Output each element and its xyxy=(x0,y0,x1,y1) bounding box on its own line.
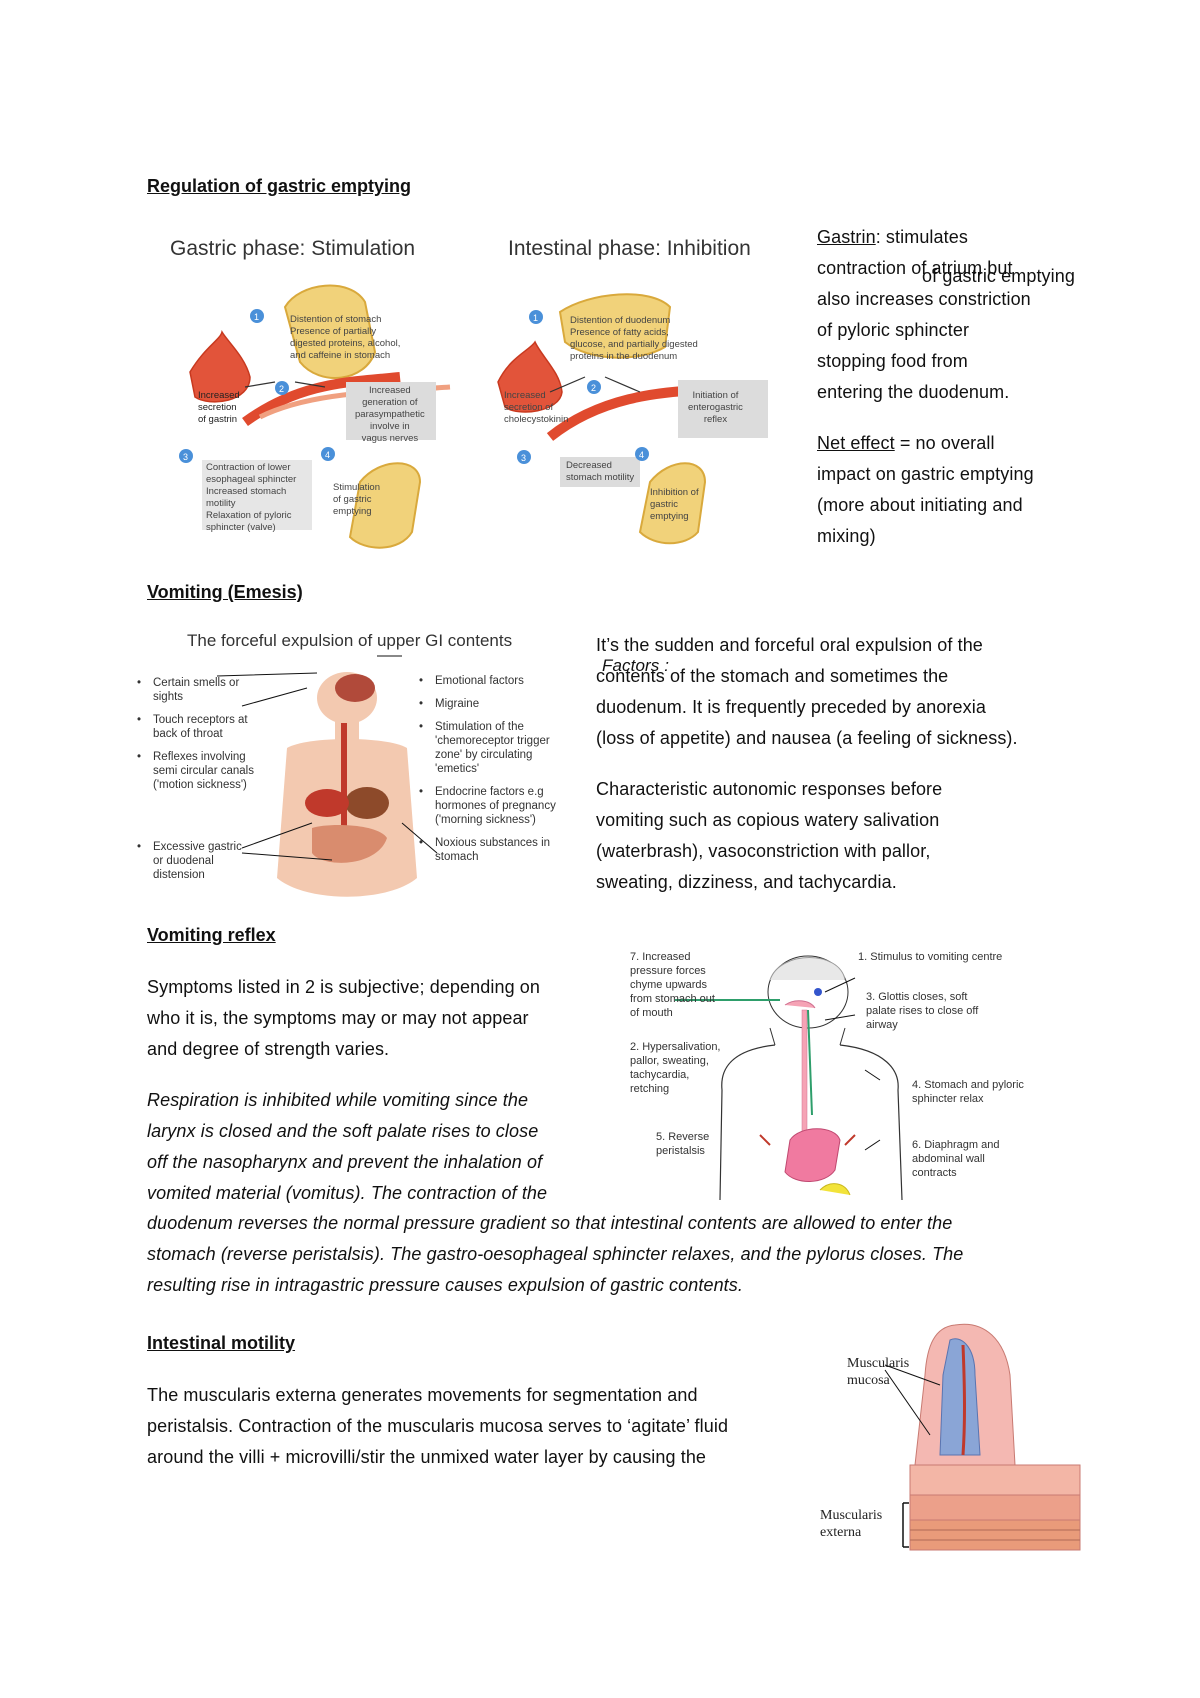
g-num-4: 4 xyxy=(325,450,330,460)
gastric-phase-figure: Gastric phase: Stimulation 1 2 3 4 Diste… xyxy=(150,232,480,552)
section-heading-gastric-emptying: Regulation of gastric emptying xyxy=(147,176,412,196)
emesis-description: It’s the sudden and forceful oral expuls… xyxy=(596,635,1018,892)
i-label-motility: Decreased stomach motility xyxy=(566,460,635,483)
gastrin-line-2: contraction of atrium but xyxy=(817,258,1013,278)
gastrin-term: Gastrin xyxy=(817,227,876,247)
g-label-gastrin: Increased secretion of gastrin xyxy=(198,390,240,425)
villi-illustration xyxy=(884,1323,1081,1551)
reflex-step-2: 2. Hypersalivation, pallor, sweating, ta… xyxy=(630,1041,721,1095)
body-outline-diagram xyxy=(675,955,903,1201)
vomiting-reflex-text-cont: duodenum reverses the normal pressure gr… xyxy=(147,1213,964,1295)
section-heading-intestinal-motility: Intestinal motility xyxy=(147,1333,296,1353)
i-num-3: 3 xyxy=(521,453,526,463)
intestinal-phase-title: Intestinal phase: Inhibition xyxy=(508,237,751,260)
g-label-parasympathetic: Increased generation of parasympathetic … xyxy=(355,385,425,444)
emesis-cause: Reflexes involving semi circular canals … xyxy=(137,750,255,792)
reflex-step-6: 6. Diaphragm and abdominal wall contract… xyxy=(912,1139,1000,1179)
i-label-inhibition: Inhibition of gastric emptying xyxy=(650,487,699,522)
emesis-cause: Endocrine factors e.g hormones of pregna… xyxy=(419,785,569,827)
reflex-step-3: 3. Glottis closes, soft palate rises to … xyxy=(866,991,979,1031)
net-effect-term: Net effect xyxy=(817,433,895,453)
i-label-cck: Increased secretion of cholecystokinin xyxy=(504,390,569,425)
section-heading-vomiting: Vomiting (Emesis) xyxy=(147,582,303,602)
emesis-right-list: Emotional factors Migraine Stimulation o… xyxy=(419,674,569,873)
intestinal-wall-figure: Muscularis mucosa Muscularis externa xyxy=(815,1315,1095,1580)
vomiting-reflex-figure: 7. Increased pressure forces chyme upwar… xyxy=(630,950,1050,1205)
emesis-cause: Noxious substances in stomach xyxy=(419,836,569,864)
reflex-step-5: 5. Reverse peristalsis xyxy=(656,1131,710,1157)
reflex-step-4: 4. Stomach and pyloric sphincter relax xyxy=(912,1079,1024,1105)
intestinal-motility-text: The muscularis externa generates movemen… xyxy=(147,1385,729,1467)
torso-illustration xyxy=(216,655,438,897)
g-num-1: 1 xyxy=(254,312,259,322)
emesis-cause: Stimulation of the 'chemoreceptor trigge… xyxy=(419,720,569,776)
i-num-1: 1 xyxy=(533,313,538,323)
i-num-2: 2 xyxy=(591,383,596,393)
i-label-distension: Distention of duodenum Presence of fatty… xyxy=(570,315,698,362)
reflex-step-1: 1. Stimulus to vomiting centre xyxy=(858,951,1003,963)
emesis-left-list: Certain smells or sights Touch receptors… xyxy=(137,676,255,891)
g-num-3: 3 xyxy=(183,452,188,462)
emesis-cause: Emotional factors xyxy=(419,674,569,688)
g-num-2: 2 xyxy=(279,384,284,394)
intestinal-phase-diagram: 1 2 3 4 xyxy=(497,293,768,545)
gastric-phase-title: Gastric phase: Stimulation xyxy=(170,237,416,260)
vomiting-reflex-text: Symptoms listed in 2 is subjective; depe… xyxy=(147,977,548,1203)
reflex-step-7: 7. Increased pressure forces chyme upwar… xyxy=(630,951,715,1019)
muscularis-externa-label: Muscularis externa xyxy=(820,1508,883,1540)
emesis-cause: Touch receptors at back of throat xyxy=(137,713,255,741)
intestinal-phase-figure: Intestinal phase: Inhibition 1 2 3 4 Dis… xyxy=(490,232,790,552)
i-label-reflex: Initiation of enterogastric reflex xyxy=(688,390,743,425)
overlapping-text: of gastric emptying xyxy=(922,266,1075,286)
emesis-figure-title: The forceful expulsion of upper GI conte… xyxy=(187,631,513,650)
emesis-cause: Certain smells or sights xyxy=(137,676,255,704)
section-heading-vomiting-reflex: Vomiting reflex xyxy=(147,925,276,945)
gastrin-explanation: Gastrin: stimulates contraction of atriu… xyxy=(817,227,1075,546)
g-label-stimulation: Stimulation of gastric emptying xyxy=(333,482,380,517)
g-label-distension: Distention of stomach Presence of partia… xyxy=(290,314,401,361)
muscularis-mucosa-label: Muscularis mucosa xyxy=(847,1356,910,1388)
emesis-figure: The forceful expulsion of upper GI conte… xyxy=(137,628,577,918)
emesis-cause: Migraine xyxy=(419,697,569,711)
i-num-4: 4 xyxy=(639,450,644,460)
factors-overlay: Factors : xyxy=(602,656,670,675)
gastric-phase-diagram: 1 2 3 4 xyxy=(179,284,451,549)
emesis-cause: Excessive gastric or duodenal distension xyxy=(137,840,255,882)
g-label-contraction: Contraction of lower esophageal sphincte… xyxy=(206,462,297,533)
